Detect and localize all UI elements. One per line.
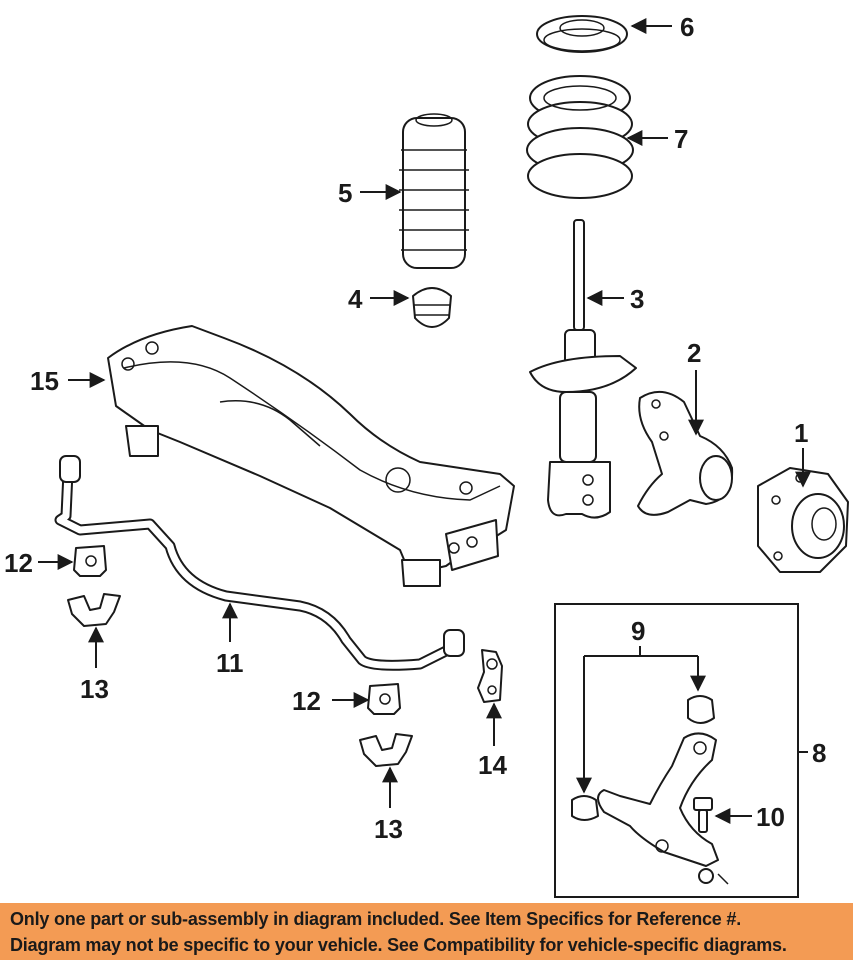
compatibility-notice-banner: Only one part or sub-assembly in diagram… [0, 903, 853, 960]
leader-line [584, 646, 698, 657]
stabilizer-bracket-part [359, 733, 413, 767]
callout-5: 5 [338, 178, 352, 208]
coil-spring-part [526, 75, 634, 199]
suspension-parts-diagram: 6 7 5 4 3 2 1 15 12 13 11 12 13 14 9 8 1… [4, 12, 849, 898]
callout-6: 6 [680, 12, 694, 42]
strut-assembly-part [529, 219, 637, 519]
callout-15: 15 [30, 366, 59, 396]
dust-boot-part [399, 113, 469, 269]
control-arm-bushing-part [687, 695, 715, 724]
callout-4: 4 [348, 284, 363, 314]
stabilizer-link-part [477, 649, 503, 703]
callout-13: 13 [80, 674, 109, 704]
callout-13: 13 [374, 814, 403, 844]
stabilizer-bracket-part [67, 593, 121, 627]
notice-line-2: Diagram may not be specific to your vehi… [10, 935, 787, 955]
wheel-hub-part [757, 467, 849, 573]
stabilizer-bar-part [54, 455, 465, 671]
callout-9: 9 [631, 616, 645, 646]
callout-2: 2 [687, 338, 701, 368]
stabilizer-bushing-part [73, 545, 107, 577]
nut-and-pin-part [698, 868, 729, 885]
callout-1: 1 [794, 418, 808, 448]
callout-3: 3 [630, 284, 644, 314]
callout-11: 11 [216, 648, 244, 678]
callout-10: 10 [756, 802, 785, 832]
bump-stop-part [412, 287, 452, 328]
callout-12: 12 [292, 686, 321, 716]
callout-8: 8 [812, 738, 826, 768]
control-arm-bushing-part [571, 795, 599, 821]
callout-7: 7 [674, 124, 688, 154]
steering-knuckle-part [637, 391, 734, 516]
subframe-crossmember-part [107, 325, 515, 587]
lower-control-arm-part [597, 732, 719, 867]
control-arm-kit-box [554, 603, 799, 898]
ball-joint-part [693, 797, 713, 833]
callout-12: 12 [4, 548, 33, 578]
stabilizer-bushing-part [367, 683, 401, 715]
callout-14: 14 [478, 750, 507, 780]
spring-seat-part [536, 15, 628, 53]
notice-line-1: Only one part or sub-assembly in diagram… [10, 909, 742, 929]
